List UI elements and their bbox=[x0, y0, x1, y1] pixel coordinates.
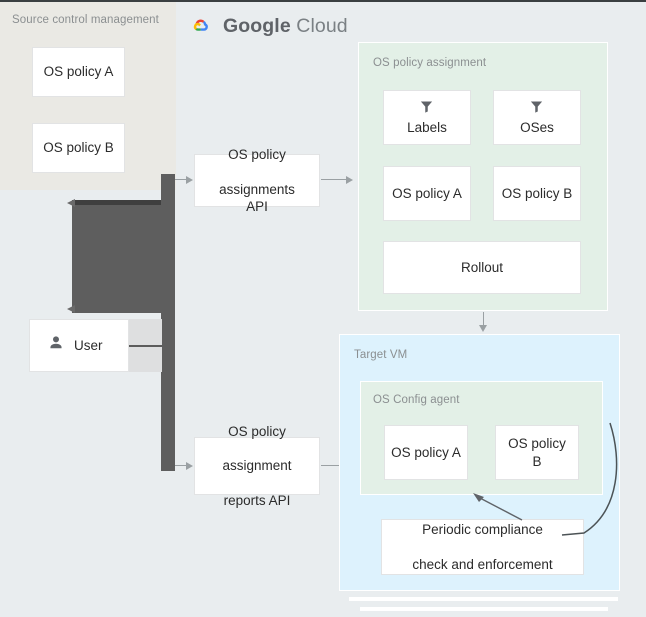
os-config-agent-title: OS Config agent bbox=[373, 394, 460, 406]
assignment-os-policy-b-box[interactable]: OS policy B bbox=[493, 166, 581, 221]
labels-filter-label: Labels bbox=[407, 119, 447, 135]
filter-icon bbox=[514, 99, 560, 118]
reports-api-line3: reports API bbox=[223, 492, 291, 508]
assignment-os-policy-a-box[interactable]: OS policy A bbox=[383, 166, 471, 221]
assignment-os-policy-b-label: OS policy B bbox=[501, 185, 573, 201]
agent-os-policy-b-box[interactable]: OS policy B bbox=[495, 425, 579, 480]
periodic-line2: check and enforcement bbox=[412, 556, 553, 572]
scm-os-policy-a-label: OS policy A bbox=[43, 64, 114, 80]
arrow-assignments-api-to-panel-line bbox=[321, 179, 349, 181]
arrow-panel-to-vm-line bbox=[483, 312, 485, 328]
periodic-line1: Periodic compliance bbox=[422, 522, 543, 538]
assignment-os-policy-a-label: OS policy A bbox=[392, 185, 462, 201]
scm-os-policy-b-box[interactable]: OS policy B bbox=[32, 123, 125, 173]
selection-handle-bottom-icon bbox=[67, 305, 75, 313]
oses-filter-label: OSes bbox=[520, 119, 554, 135]
os-policy-assignment-reports-api-box[interactable]: OS policy assignment reports API bbox=[194, 424, 320, 508]
selection-drag-artifact bbox=[72, 200, 175, 313]
arrow-user-to-assignments-api-head bbox=[186, 175, 193, 184]
labels-filter-box[interactable]: Labels bbox=[383, 90, 471, 145]
arrow-reports-api-to-vm-line bbox=[321, 465, 343, 467]
arrow-user-to-reports-api-line bbox=[175, 465, 188, 467]
vm-stack-shadow-1 bbox=[349, 597, 618, 601]
rollout-box[interactable]: Rollout bbox=[383, 241, 581, 294]
user-label: User bbox=[74, 338, 103, 353]
scm-os-policy-a-box[interactable]: OS policy A bbox=[32, 47, 125, 97]
arrow-periodic-to-agent bbox=[473, 493, 523, 521]
user-node[interactable]: User bbox=[29, 319, 129, 372]
oses-filter-box[interactable]: OSes bbox=[493, 90, 581, 145]
rollout-label: Rollout bbox=[460, 259, 504, 275]
assignments-api-line1: OS policy bbox=[228, 146, 286, 162]
person-icon bbox=[47, 334, 65, 357]
arrow-user-to-assignments-api-line bbox=[175, 179, 188, 181]
target-vm-title: Target VM bbox=[354, 349, 408, 361]
top-border bbox=[0, 0, 646, 2]
user-side-panel-divider bbox=[129, 345, 162, 347]
selection-drag-artifact-top-edge bbox=[72, 200, 175, 205]
scm-panel-title: Source control management bbox=[12, 14, 159, 26]
selection-handle-top-icon bbox=[67, 199, 75, 207]
google-cloud-wordmark: Google Cloud bbox=[223, 15, 348, 37]
arrow-panel-to-vm-head bbox=[479, 325, 488, 332]
assignment-panel-title: OS policy assignment bbox=[373, 57, 487, 69]
arrow-agent-to-periodic-curved bbox=[561, 422, 618, 536]
filter-icon bbox=[401, 99, 453, 118]
os-policy-assignments-api-box[interactable]: OS policy assignments API bbox=[194, 147, 320, 214]
agent-os-policy-a-box[interactable]: OS policy A bbox=[384, 425, 468, 480]
arrow-user-to-reports-api-head bbox=[186, 461, 193, 470]
reports-api-line1: OS policy bbox=[228, 423, 286, 439]
agent-os-policy-b-label: OS policy B bbox=[508, 436, 566, 469]
vertical-connector-bar bbox=[161, 174, 175, 471]
agent-os-policy-a-label: OS policy A bbox=[391, 444, 461, 460]
assignments-api-line2: assignments API bbox=[219, 181, 295, 214]
scm-os-policy-b-label: OS policy B bbox=[43, 140, 114, 156]
google-cloud-brand: Google Cloud bbox=[188, 15, 348, 38]
arrow-assignments-api-to-panel-head bbox=[346, 175, 353, 184]
vm-stack-shadow-2 bbox=[360, 607, 608, 611]
periodic-compliance-box[interactable]: Periodic compliance check and enforcemen… bbox=[381, 519, 584, 575]
reports-api-line2: assignment bbox=[222, 458, 292, 474]
google-cloud-logo-icon bbox=[188, 16, 214, 38]
